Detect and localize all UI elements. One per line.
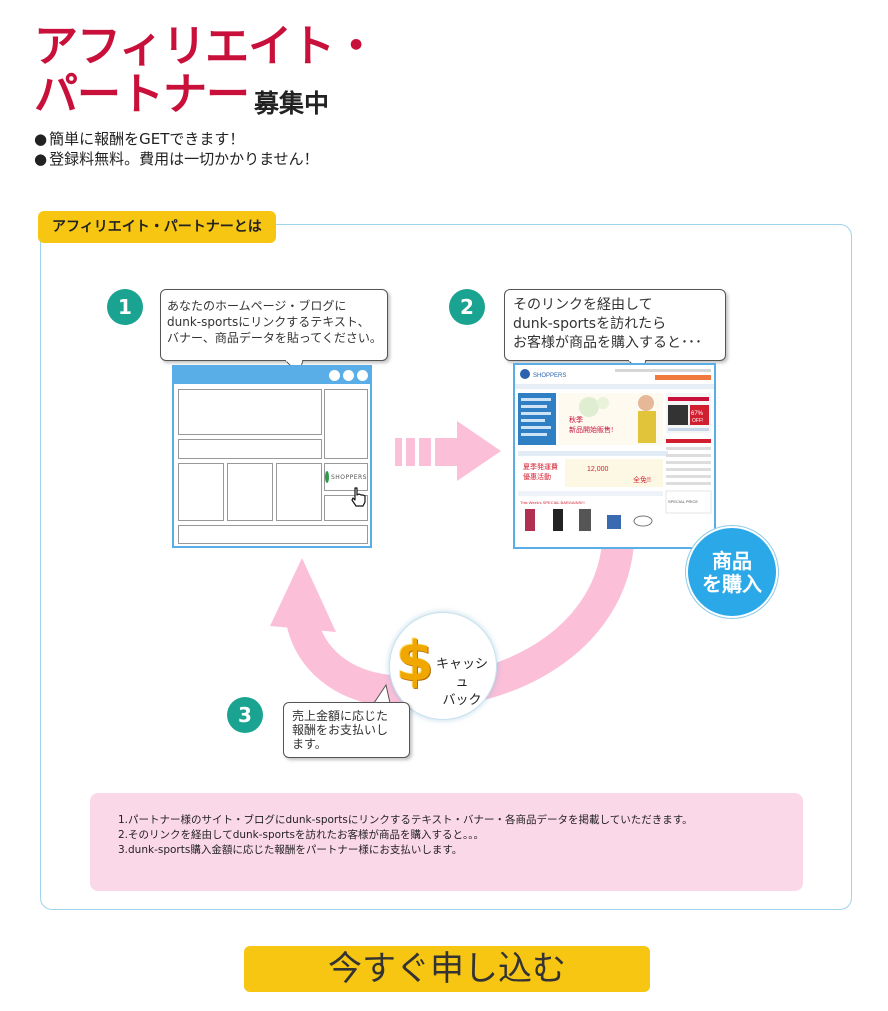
special-label: SPECIAL PRICE: [668, 499, 698, 504]
page-title-suffix: 募集中: [254, 89, 330, 118]
bullet-glyph: ●: [34, 150, 48, 168]
partner-site-mockup: SHOPPERS: [172, 365, 372, 548]
banner-logo-text: SHOPPERS: [330, 473, 367, 481]
info-line: 2.そのリンクを経由してdunk-sportsを訪れたお客様が商品を購入すると。…: [118, 829, 485, 841]
content-block: [276, 463, 322, 521]
info-box: 1.パートナー様のサイト・ブログにdunk-sportsにリンクするテキスト・バ…: [90, 793, 803, 891]
promo-amount: 12,000: [587, 466, 609, 473]
bargains-label: This Week's SPECIAL BARGAINS!!!: [520, 500, 585, 505]
bullet-item: ●登録料無料。費用は一切かかりません！: [34, 150, 319, 168]
step-1-bubble: あなたのホームページ・ブログに dunk-sportsにリンクするテキスト、 バ…: [160, 289, 388, 361]
bullet-glyph: ●: [34, 130, 48, 148]
step-3-text: ます。: [292, 737, 327, 751]
step-2-text: そのリンクを経由して: [513, 297, 653, 313]
info-line: 3.dunk-sports購入金額に応じた報酬をパートナー様にお支払いします。: [118, 844, 463, 856]
cashback-line1: キャッシュ: [435, 657, 488, 690]
content-block: [178, 463, 224, 521]
bullet-text: 登録料無料。費用は一切かかりません！: [49, 150, 319, 168]
discount-text: 67%: [691, 411, 704, 417]
step-1-text: バナー、商品データを貼ってください。: [167, 331, 382, 345]
step-3-text: 報酬をお支払いし: [292, 723, 389, 737]
step-3-badge: 3: [227, 697, 263, 733]
off-text: OFF!: [692, 418, 703, 424]
step-2-badge: 2: [449, 289, 485, 325]
right-arrow-icon: [395, 421, 501, 481]
cashback-label: キャッシュ バック: [430, 656, 494, 710]
promo-text: 夏季発運費: [523, 462, 558, 471]
bubble-tail: [373, 684, 391, 704]
content-block: [178, 525, 368, 544]
window-dot-icon: [357, 370, 368, 381]
content-block: [178, 439, 322, 459]
free-shipping-text: 全免!!: [633, 475, 651, 484]
shop-banner[interactable]: SHOPPERS: [324, 463, 368, 491]
step-3-bubble: 売上金額に応じた 報酬をお支払いし ます。: [283, 702, 410, 758]
shop-page-thumbnail: SHOPPERS 秋季 新品開始販售! 67% OFF! 夏季発運費 優惠活動 …: [515, 365, 714, 547]
logo-mark-icon: [325, 471, 329, 483]
step-2-text: dunk-sportsを訪れたら: [513, 316, 667, 332]
hero-text: 新品開始販售!: [569, 425, 613, 434]
dollar-icon: $: [396, 630, 434, 693]
purchase-badge-line1: 商品: [712, 549, 752, 573]
purchase-badge: 商品 を購入: [686, 526, 778, 618]
page-title-line2: パートナー: [34, 69, 250, 120]
browser-titlebar: [174, 367, 370, 384]
content-block: [227, 463, 273, 521]
section-tab: アフィリエイト・パートナーとは: [38, 211, 276, 243]
bullet-item: ●簡単に報酬をGETできます！: [34, 130, 244, 148]
step-2-text: お客様が商品を購入すると･･･: [513, 335, 702, 351]
shop-logo: SHOPPERS: [533, 373, 566, 379]
window-dot-icon: [329, 370, 340, 381]
step-3-text: 売上金額に応じた: [292, 709, 389, 723]
content-block: [324, 389, 368, 459]
apply-now-button[interactable]: 今すぐ申し込む: [244, 946, 650, 992]
bullet-text: 簡単に報酬をGETできます！: [49, 130, 245, 148]
window-dot-icon: [343, 370, 354, 381]
purchase-badge-line2: を購入: [702, 572, 762, 596]
step-1-badge: 1: [107, 289, 143, 325]
hero-text: 秋季: [569, 415, 583, 424]
page-title-line1: アフィリエイト・: [34, 21, 378, 72]
shop-screenshot: SHOPPERS 秋季 新品開始販售! 67% OFF! 夏季発運費 優惠活動 …: [513, 363, 716, 549]
content-block: [178, 389, 322, 435]
step-2-bubble: そのリンクを経由して dunk-sportsを訪れたら お客様が商品を購入すると…: [504, 289, 726, 361]
step-1-text: dunk-sportsにリンクするテキスト、: [167, 315, 370, 329]
hand-cursor-icon: [351, 487, 366, 507]
step-1-text: あなたのホームページ・ブログに: [167, 299, 347, 313]
promo-text: 優惠活動: [523, 472, 551, 481]
cashback-line2: バック: [442, 693, 482, 708]
info-line: 1.パートナー様のサイト・ブログにdunk-sportsにリンクするテキスト・バ…: [118, 814, 693, 826]
